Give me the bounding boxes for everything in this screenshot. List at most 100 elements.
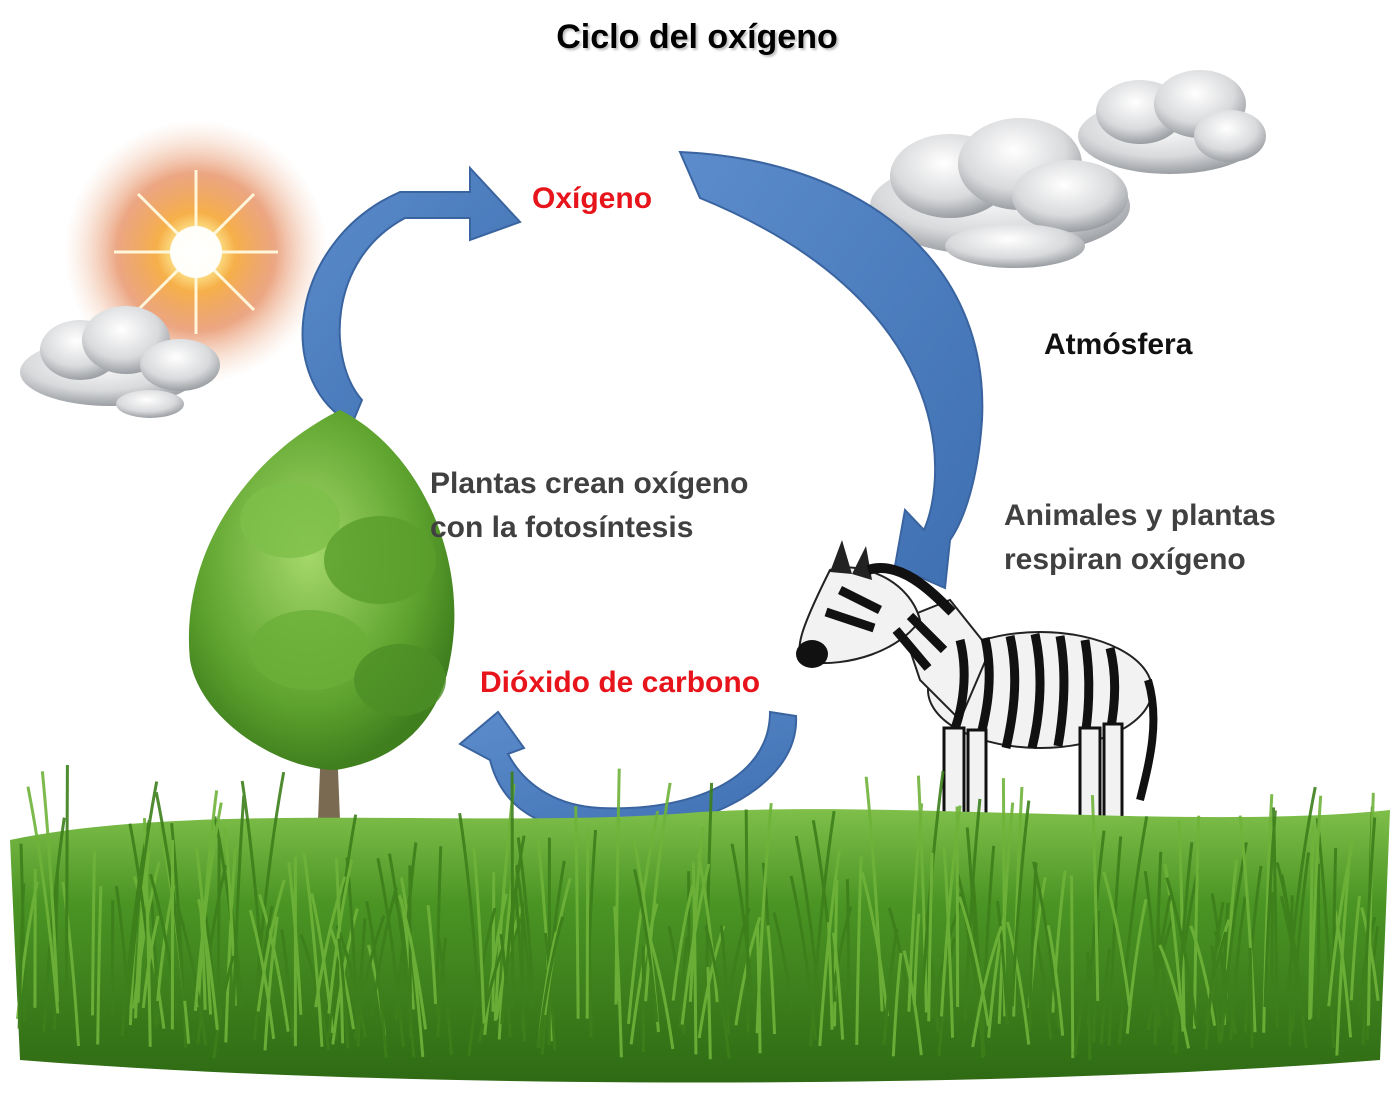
grass-blade bbox=[1204, 901, 1225, 1050]
grass-blade bbox=[436, 937, 448, 1038]
grass-blade bbox=[1263, 810, 1277, 1008]
arrow-photosynthesis bbox=[301, 165, 522, 426]
grass-blade bbox=[811, 820, 837, 1002]
grass-blade bbox=[1027, 862, 1038, 1032]
grass-blade bbox=[719, 925, 731, 1035]
grass-blade bbox=[830, 906, 853, 1007]
grass-blade bbox=[17, 883, 26, 1029]
grass-blade bbox=[942, 846, 955, 1038]
grass-blade bbox=[64, 765, 69, 1003]
grass-blade bbox=[1156, 923, 1169, 1017]
grass-blade bbox=[671, 884, 695, 1001]
grass-blade bbox=[436, 935, 453, 1056]
grass-blade bbox=[536, 916, 565, 1048]
grass-blade bbox=[1090, 795, 1100, 1001]
grass-blade bbox=[1102, 871, 1132, 1007]
grass-blade bbox=[1006, 921, 1031, 1045]
grass-blade bbox=[212, 955, 235, 1059]
grass-blade bbox=[687, 871, 691, 1004]
grass-blade bbox=[491, 871, 496, 1012]
grass-blade bbox=[1165, 877, 1198, 1027]
grass-blade bbox=[1125, 899, 1148, 1034]
arrow-respiration bbox=[678, 150, 984, 590]
grass-blade bbox=[1315, 818, 1336, 1048]
grass-blade bbox=[927, 852, 934, 1022]
grass-blade bbox=[1248, 947, 1254, 1049]
grass-blade bbox=[370, 887, 398, 1017]
grass-blade bbox=[96, 886, 103, 1045]
cloud-icon bbox=[870, 118, 1130, 268]
grass-blade bbox=[1158, 944, 1191, 1049]
grass-blade bbox=[744, 809, 750, 1033]
grass-blade bbox=[134, 863, 148, 1019]
grass-blade bbox=[958, 896, 990, 1027]
caption-animals: Animales y plantas respiran oxígeno bbox=[1004, 494, 1276, 582]
grass-blade bbox=[248, 909, 276, 1040]
grass-blade bbox=[688, 827, 705, 1002]
grass-blade bbox=[1117, 816, 1149, 1045]
grass-blade bbox=[691, 862, 698, 1055]
grass-blade bbox=[845, 879, 851, 1008]
grass-blade bbox=[356, 918, 367, 1047]
grass-blade bbox=[1070, 875, 1075, 1059]
grass-blade bbox=[302, 852, 324, 1047]
node-carbon-dioxide: Dióxido de carbono bbox=[480, 666, 761, 699]
grass-blade bbox=[353, 914, 386, 1040]
grass-blade bbox=[860, 871, 889, 1017]
caption-plants-line2: con la fotosíntesis bbox=[430, 511, 694, 544]
grass-blade bbox=[150, 900, 160, 1025]
grass-blade bbox=[256, 879, 286, 1012]
grass-blade bbox=[1361, 817, 1377, 1045]
grass-blade bbox=[1327, 843, 1354, 1007]
grass-blade bbox=[258, 893, 290, 1032]
grass-blade bbox=[980, 845, 996, 1047]
grass-blade bbox=[755, 803, 773, 1034]
grass-blade bbox=[543, 932, 557, 1050]
grass-blade bbox=[1288, 895, 1294, 1046]
grass-blade bbox=[400, 842, 418, 1001]
grass-blade bbox=[1143, 870, 1161, 1028]
grass-blade bbox=[1333, 909, 1353, 1038]
grass-blade bbox=[1189, 925, 1217, 1027]
grass-blade bbox=[971, 925, 1003, 1048]
grass-blade bbox=[1238, 815, 1257, 1033]
grass-blade bbox=[995, 900, 1010, 1025]
grass-blade bbox=[1010, 800, 1031, 1007]
grass-blade bbox=[254, 771, 286, 1004]
caption-plants: Plantas crean oxígeno con la fotosíntesi… bbox=[430, 462, 748, 550]
grass-blade bbox=[887, 907, 910, 1001]
grass-blade bbox=[397, 894, 428, 1030]
diagram-title: Ciclo del oxígeno bbox=[556, 18, 838, 56]
grass-blade bbox=[175, 902, 208, 1046]
grass-blade bbox=[337, 938, 350, 1049]
grass-icon bbox=[10, 765, 1390, 1083]
grass-blade bbox=[472, 848, 486, 1024]
grass-blade bbox=[1046, 925, 1065, 1036]
grass-blade bbox=[196, 790, 219, 1008]
tree-icon bbox=[188, 410, 455, 820]
grass-blade bbox=[426, 905, 438, 1005]
grass-blade bbox=[1229, 896, 1247, 1041]
grass-blade bbox=[263, 916, 279, 1051]
grass-blade bbox=[314, 876, 347, 1008]
grass-blade bbox=[26, 786, 60, 1014]
grass-blade bbox=[730, 843, 755, 1004]
node-atmosphere: Atmósfera bbox=[1044, 328, 1193, 361]
grass-blade bbox=[987, 911, 1007, 1038]
grass-blade bbox=[613, 906, 621, 1001]
cloud-icon bbox=[20, 306, 220, 418]
grass-blade bbox=[644, 782, 672, 1002]
grass-blade bbox=[832, 932, 845, 1040]
caption-plants-line1: Plantas crean oxígeno bbox=[430, 467, 749, 500]
grass-blade bbox=[696, 853, 719, 1003]
grass-blade bbox=[1220, 902, 1230, 1029]
grass-blade bbox=[128, 823, 158, 1028]
grass-blade bbox=[216, 840, 221, 1029]
grass-blade bbox=[891, 952, 903, 1057]
grass-blade bbox=[110, 900, 115, 1014]
grass-blade bbox=[499, 933, 512, 1037]
grass-blade bbox=[1192, 815, 1201, 1029]
grass-blade bbox=[90, 850, 96, 1016]
grass-blade bbox=[1309, 795, 1323, 1019]
